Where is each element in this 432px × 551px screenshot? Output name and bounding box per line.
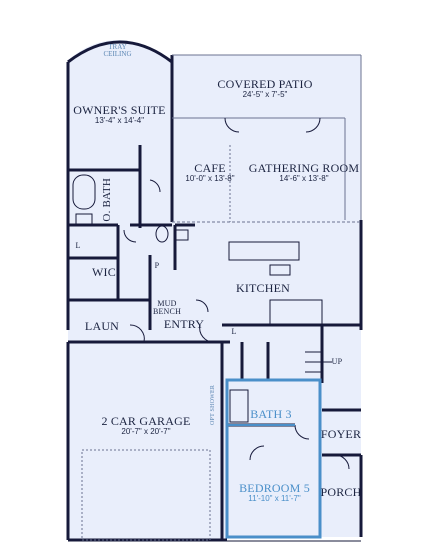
wic-name: WIC	[92, 265, 116, 279]
owners-suite-label: OWNER'S SUITE 13'-4" x 14'-4"	[62, 104, 177, 125]
garage-name: 2 CAR GARAGE	[101, 414, 191, 428]
walls	[66, 40, 363, 542]
bath3-name: BATH 3	[250, 407, 292, 421]
owners-suite-dims: 13'-4" x 14'-4"	[94, 115, 145, 125]
l1-text: L	[75, 241, 81, 250]
o-bath-label: O. BATH	[98, 172, 128, 227]
kitchen-name: KITCHEN	[235, 281, 291, 295]
linen-mark-1: L	[73, 241, 83, 250]
bedroom5-label: BEDROOM 5 11'-10" x 11'-7"	[232, 482, 317, 503]
gathering-room-label: GATHERING ROOM 14'-6" x 13'-8"	[244, 162, 364, 183]
cafe-label: CAFE 10'-0" x 13'-8"	[180, 162, 240, 183]
o-bath-name: O. BATH	[101, 177, 114, 222]
covered-patio-name: COVERED PATIO	[217, 77, 313, 91]
up-text: UP	[331, 357, 343, 366]
bedroom5-name: BEDROOM 5	[239, 481, 310, 495]
gathering-room-dims: 14'-6" x 13'-8"	[279, 173, 329, 183]
porch-name: PORCH	[320, 485, 362, 499]
wic-label: WIC	[86, 266, 122, 279]
opt-shower-label: OPT SHOWER	[210, 385, 224, 425]
p-text: P	[154, 261, 160, 270]
bath3-label: BATH 3	[246, 408, 296, 421]
foyer-label: FOYER	[318, 428, 364, 441]
patio-outline	[172, 54, 362, 223]
bedroom5-highlight	[225, 378, 322, 539]
bedroom5-dims: 11'-10" x 11'-7"	[248, 493, 301, 503]
mud-line1: MUD	[157, 299, 177, 308]
pantry-mark: P	[151, 261, 163, 270]
covered-patio-dims: 24'-5" x 7'-5"	[242, 89, 288, 99]
cafe-dims: 10'-0" x 13'-8"	[185, 173, 235, 183]
linen-mark-2: L	[229, 327, 239, 336]
owners-suite-name: OWNER'S SUITE	[73, 103, 166, 117]
mud-line2: BENCH	[152, 307, 182, 317]
l2-text: L	[231, 327, 237, 336]
laun-name: LAUN	[84, 319, 120, 333]
tray-line2: CEILING	[103, 50, 132, 59]
kitchen-label: KITCHEN	[228, 282, 298, 295]
entry-label: ENTRY	[160, 318, 208, 331]
stair-up-label: UP	[328, 357, 346, 366]
laun-label: LAUN	[80, 320, 124, 333]
garage-dims: 20'-7" x 20'-7"	[121, 426, 171, 436]
cafe-name: CAFE	[194, 161, 226, 175]
opt-shower-name: OPT SHOWER	[210, 384, 216, 425]
garage-door	[81, 449, 211, 541]
entry-name: ENTRY	[163, 317, 205, 331]
mud-bench-label: MUD BENCH	[150, 299, 184, 317]
doors	[123, 117, 350, 470]
gathering-room-name: GATHERING ROOM	[248, 161, 360, 175]
tray-line1: TRAY	[108, 43, 127, 51]
fixtures	[72, 174, 332, 423]
foyer-name: FOYER	[320, 427, 362, 441]
porch-label: PORCH	[318, 486, 364, 499]
garage-label: 2 CAR GARAGE 20'-7" x 20'-7"	[100, 415, 192, 436]
tray-ceiling-label: TRAY CEILING	[95, 43, 140, 59]
covered-patio-label: COVERED PATIO 24'-5" x 7'-5"	[195, 78, 335, 99]
